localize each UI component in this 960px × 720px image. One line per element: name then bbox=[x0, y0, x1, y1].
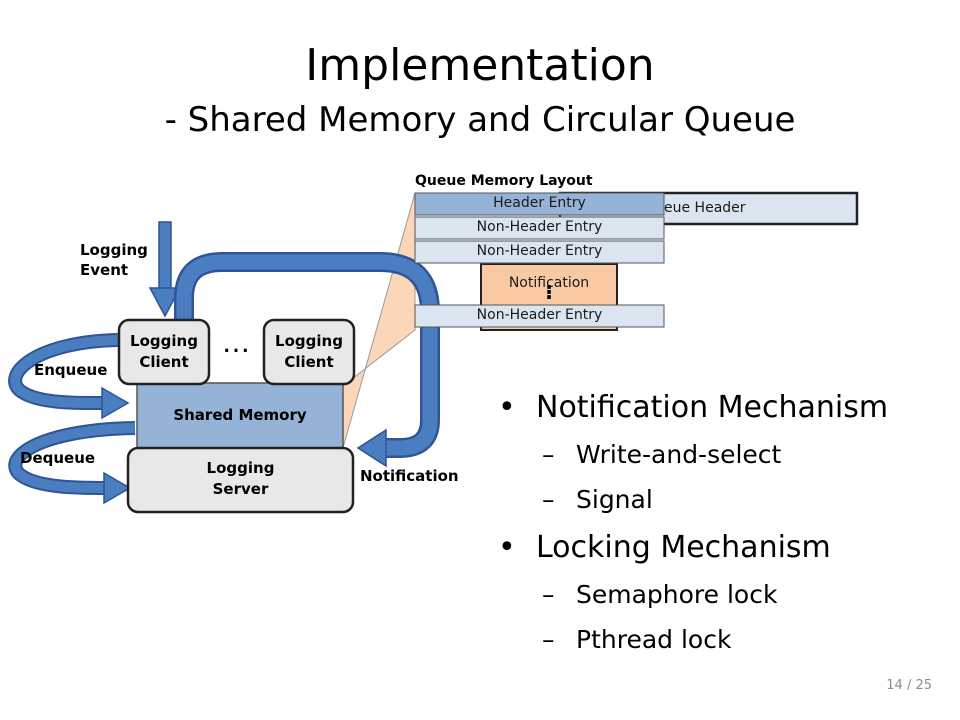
sub-bullet-pthread-lock: Pthread lock bbox=[498, 623, 948, 656]
non-header-entry-3-label: Non-Header Entry bbox=[476, 307, 603, 323]
notification-arrow-label: Notification bbox=[360, 467, 459, 485]
logging-server-label: Logging Server bbox=[206, 459, 275, 498]
logging-client-box-2 bbox=[262, 318, 356, 386]
notification-box-label: Notification bbox=[508, 275, 590, 291]
dequeue-label: Dequeue bbox=[20, 449, 96, 467]
queue-layout-title: Queue Memory Layout bbox=[415, 173, 593, 189]
bullet-notification-mechanism: Notification Mechanism bbox=[498, 388, 948, 428]
bullet-list: Notification Mechanism Write-and-select … bbox=[498, 388, 948, 668]
bullet-locking-mechanism: Locking Mechanism bbox=[498, 528, 948, 568]
non-header-entry-row-1 bbox=[414, 216, 665, 240]
slide-title: Implementation bbox=[305, 40, 655, 91]
sub-bullet-signal: Signal bbox=[498, 483, 948, 516]
notification-arrow bbox=[174, 252, 440, 468]
logging-client-1-label: Logging Client bbox=[130, 332, 198, 371]
memory-zoom-funnel bbox=[342, 192, 416, 449]
page-number: 14 / 25 bbox=[886, 678, 932, 693]
logging-client-box-1 bbox=[117, 318, 211, 386]
shared-memory-box bbox=[136, 382, 344, 449]
notification-ellipsis: ⁝ bbox=[545, 280, 553, 304]
enqueue-arrow bbox=[8, 333, 130, 420]
logging-event-arrow bbox=[148, 221, 182, 318]
non-header-entry-2-label: Non-Header Entry bbox=[476, 243, 603, 259]
non-header-entry-row-3 bbox=[414, 304, 665, 328]
header-entry-label: Header Entry bbox=[493, 195, 586, 211]
non-header-entry-1-label: Non-Header Entry bbox=[476, 219, 603, 235]
non-header-entry-row-2 bbox=[414, 240, 665, 264]
enqueue-label: Enqueue bbox=[34, 361, 108, 379]
sub-bullet-semaphore-lock: Semaphore lock bbox=[498, 578, 948, 611]
logging-server-box bbox=[126, 446, 355, 514]
slide-subtitle: - Shared Memory and Circular Queue bbox=[164, 100, 796, 140]
logging-event-label: Logging Event bbox=[80, 241, 148, 279]
sub-bullet-write-and-select: Write-and-select bbox=[498, 438, 948, 471]
logging-client-2-label: Logging Client bbox=[275, 332, 343, 371]
clients-ellipsis: … bbox=[222, 326, 250, 359]
queue-header-label: eue Header bbox=[664, 200, 746, 216]
shared-memory-label: Shared Memory bbox=[173, 406, 307, 424]
header-entry-row bbox=[414, 192, 665, 216]
dequeue-arrow bbox=[8, 421, 136, 505]
